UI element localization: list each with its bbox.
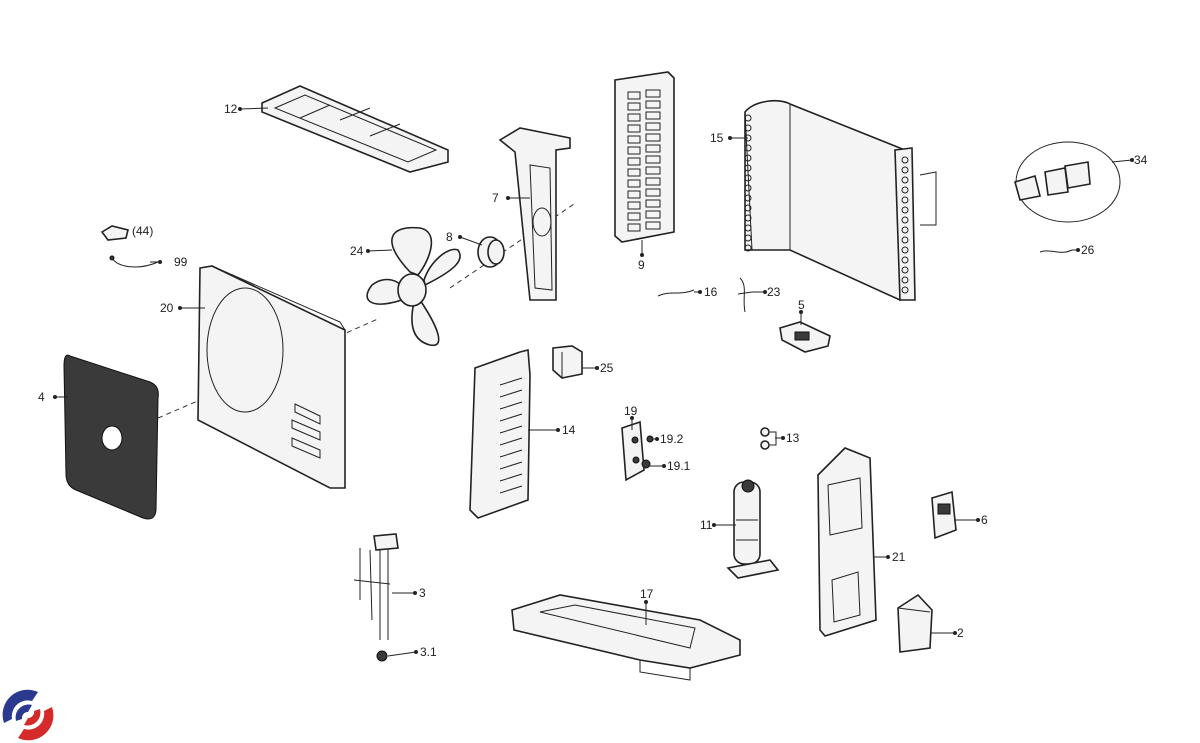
leader-dot <box>238 107 242 111</box>
part-top-cover <box>261 85 449 173</box>
leader-line <box>387 651 417 657</box>
leader-dot <box>976 518 980 522</box>
label-7: 7 <box>492 191 499 205</box>
label-3: 3 <box>419 586 426 600</box>
leader-line <box>1111 159 1133 163</box>
leader-dot <box>763 290 767 294</box>
part-side-panel <box>614 71 675 243</box>
label-2: 2 <box>957 626 964 640</box>
part-small-bracket <box>100 225 159 268</box>
part-reactor <box>779 321 831 353</box>
leader-dot <box>644 600 648 604</box>
part-base-pan <box>511 594 741 681</box>
leader-dot <box>712 523 716 527</box>
leader-dot <box>728 136 732 140</box>
label-15: 15 <box>710 131 724 145</box>
label-12: 12 <box>224 102 238 116</box>
part-compressor <box>726 479 780 579</box>
leader-dot <box>506 196 510 200</box>
label-99: 99 <box>174 255 188 269</box>
part-handle-cover <box>897 593 933 653</box>
part-condenser-coil <box>744 99 937 301</box>
label-19-2: 19.2 <box>660 432 684 446</box>
part-terminal-block <box>621 420 654 482</box>
part-right-panel <box>817 447 877 637</box>
leader-dot <box>662 464 666 468</box>
part-front-panel <box>197 265 346 489</box>
leader-line <box>367 249 393 252</box>
label-34: 34 <box>1134 153 1148 167</box>
part-capacitor <box>552 345 583 379</box>
label-26: 26 <box>1081 243 1095 257</box>
part-fan-motor <box>477 236 505 268</box>
part-sensor-16 <box>657 289 695 297</box>
label-25: 25 <box>600 361 614 375</box>
label-20: 20 <box>160 301 174 315</box>
leader-dot <box>413 591 417 595</box>
part-partition-panel <box>469 348 531 519</box>
leader-dot <box>158 260 162 264</box>
part-fan-blade <box>366 226 461 347</box>
label-16: 16 <box>704 285 718 299</box>
leader-dot <box>366 249 370 253</box>
leader-dot <box>655 437 659 441</box>
bracket-line <box>770 431 777 446</box>
part-valve-piping <box>353 533 399 662</box>
label-9: 9 <box>638 258 645 272</box>
leader-dot <box>698 290 702 294</box>
label-17: 17 <box>640 587 654 601</box>
leader-dot <box>595 366 599 370</box>
label-3-1: 3.1 <box>420 645 437 659</box>
leader-dot <box>799 310 803 314</box>
label-8: 8 <box>446 230 453 244</box>
leader-dot <box>640 253 644 257</box>
label-11: 11 <box>700 518 713 532</box>
leader-dot <box>781 436 785 440</box>
label-24: 24 <box>350 244 364 258</box>
part-sensor-23 <box>737 277 753 313</box>
label-14: 14 <box>562 423 576 437</box>
label-44: (44) <box>132 224 153 238</box>
leader-dot <box>458 235 462 239</box>
label-5: 5 <box>798 298 805 312</box>
leader-dot <box>53 395 57 399</box>
part-control-board-group <box>1014 141 1121 223</box>
part-valve-cover <box>931 490 957 540</box>
leader-dot <box>1130 158 1134 162</box>
leader-line <box>239 107 269 110</box>
part-front-grille <box>63 354 159 520</box>
label-21: 21 <box>892 550 906 564</box>
label-4: 4 <box>38 390 45 404</box>
leader-line <box>459 236 483 246</box>
label-19: 19 <box>624 404 638 418</box>
leader-dot <box>886 555 890 559</box>
label-13: 13 <box>786 431 800 445</box>
part-nuts <box>760 427 770 450</box>
part-sensor-26 <box>1039 249 1073 253</box>
leader-dot <box>414 650 418 654</box>
leader-dot <box>1076 248 1080 252</box>
label-23: 23 <box>767 285 781 299</box>
leader-dot <box>630 416 634 420</box>
brand-logo <box>2 689 54 741</box>
leader-dot <box>556 428 560 432</box>
part-motor-bracket <box>498 127 571 301</box>
leader-dot <box>178 306 182 310</box>
label-6: 6 <box>981 513 988 527</box>
leader-dot <box>953 631 957 635</box>
label-19-1: 19.1 <box>667 459 691 473</box>
